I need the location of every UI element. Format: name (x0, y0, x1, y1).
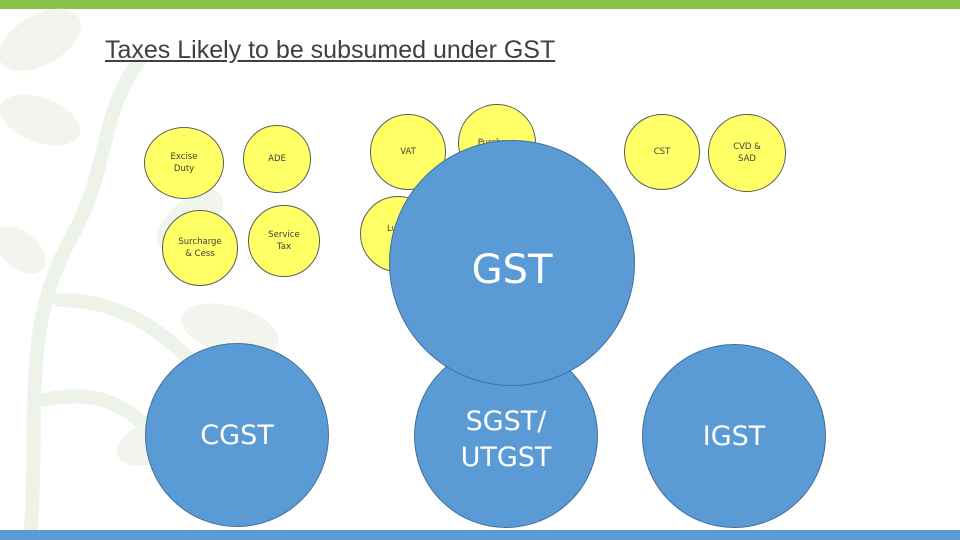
cgst-circle: CGST (145, 343, 329, 527)
tax-label-vat: VAT (400, 147, 416, 157)
tax-label-excise-duty: Excise Duty (170, 152, 198, 174)
sgst-utgst-label: SGST/ UTGST (460, 406, 552, 473)
tax-circle-excise-duty: Excise Duty (144, 127, 224, 199)
tax-circle-cst: CST (624, 114, 700, 190)
tax-label-cvd-sad: CVD & SAD (733, 142, 761, 164)
igst-label: IGST (702, 420, 766, 452)
tax-label-ade: ADE (268, 154, 286, 164)
gst-central-label: GST (471, 247, 553, 293)
cgst-label: CGST (200, 419, 274, 451)
bottom-accent-bar (0, 530, 960, 540)
tax-circle-cvd-sad: CVD & SAD (708, 114, 786, 192)
tax-circle-surcharge-cess: Surcharge & Cess (162, 210, 238, 286)
slide-title: Taxes Likely to be subsumed under GST (105, 36, 556, 64)
tax-circle-service-tax: Service Tax (248, 205, 320, 277)
top-accent-bar (0, 0, 960, 9)
sgst-utgst-circle: SGST/ UTGST (414, 344, 598, 528)
tax-label-cst: CST (653, 147, 671, 157)
gst-central-circle: GST (389, 140, 635, 386)
tax-circle-ade: ADE (243, 125, 311, 193)
tax-label-surcharge-cess: Surcharge & Cess (178, 237, 222, 259)
igst-circle: IGST (642, 344, 826, 528)
tax-label-service-tax: Service Tax (268, 230, 300, 252)
